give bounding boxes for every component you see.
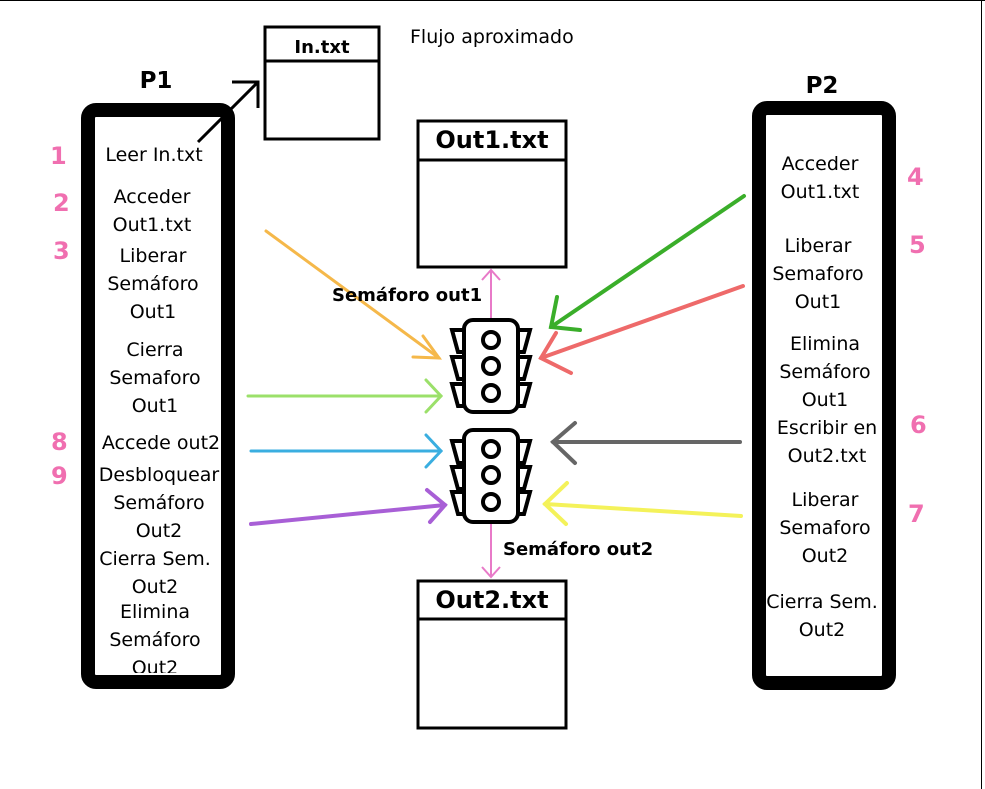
out2-file-box <box>416 579 568 730</box>
yellow-arrow <box>542 481 743 526</box>
lightgreen-arrow <box>246 378 444 414</box>
out1-file-title: Out1.txt <box>435 126 549 154</box>
red-arrow <box>538 284 745 375</box>
p1-step-1: Leer In.txt <box>105 144 203 166</box>
p1-process-box <box>81 103 235 689</box>
p1-to-in-arrow <box>196 80 260 144</box>
p1-step-3: Liberar Semáforo Out1 <box>107 245 199 323</box>
p2-step-6: Cierra Sem. Out2 <box>766 591 878 641</box>
semaphore-out1-icon <box>449 318 533 414</box>
semaphore-out1-label: Semáforo out1 <box>332 285 483 306</box>
blue-arrow <box>249 433 444 469</box>
p1-step-8: Elimina Semáforo Out2 <box>109 601 201 673</box>
sem2-to-out2-arrow <box>481 523 501 579</box>
p2-number-7: 7 <box>908 500 925 528</box>
semaphore-out2-label: Semáforo out2 <box>503 539 654 560</box>
p2-step-5: Liberar Semaforo Out2 <box>779 489 871 567</box>
p2-step-3: Elimina Semáforo Out1 <box>779 333 871 411</box>
p1-number-2: 2 <box>53 189 70 217</box>
out1-file-box <box>416 119 568 269</box>
p2-step-1: Acceder Out1.txt <box>780 153 860 203</box>
in-file-box <box>263 25 381 141</box>
p2-number-4: 4 <box>907 163 924 191</box>
p1-number-9: 9 <box>51 462 68 490</box>
diagram-heading: Flujo aproximado <box>410 26 574 48</box>
p1-step-7: Cierra Sem. Out2 <box>99 548 211 598</box>
p1-number-3: 3 <box>53 237 70 265</box>
out2-file-title: Out2.txt <box>435 586 549 614</box>
p2-number-6: 6 <box>910 411 927 439</box>
p2-title: P2 <box>805 73 839 99</box>
orange-arrow <box>264 229 443 360</box>
p1-step-5: Accede out2 <box>101 432 221 454</box>
p1-number-8: 8 <box>51 428 68 456</box>
p2-step-4: Escribir en Out2.txt <box>776 417 878 467</box>
gray-arrow <box>550 421 742 465</box>
p2-process-box <box>752 101 896 690</box>
p2-number-5: 5 <box>909 231 926 259</box>
p2-step-2: Liberar Semaforo Out1 <box>772 235 864 313</box>
p1-step-6: Desbloquear Semáforo Out2 <box>98 464 220 542</box>
p1-step-2: Acceder Out1.txt <box>112 186 192 236</box>
p1-step-4: Cierra Semaforo Out1 <box>109 339 201 417</box>
purple-arrow <box>249 488 448 526</box>
sem1-to-out1-arrow <box>481 268 501 318</box>
in-file-title: In.txt <box>294 37 350 58</box>
green-arrow <box>548 194 746 332</box>
p1-number-1: 1 <box>50 142 67 170</box>
semaphore-out2-icon <box>449 428 533 524</box>
p1-title: P1 <box>139 68 173 94</box>
